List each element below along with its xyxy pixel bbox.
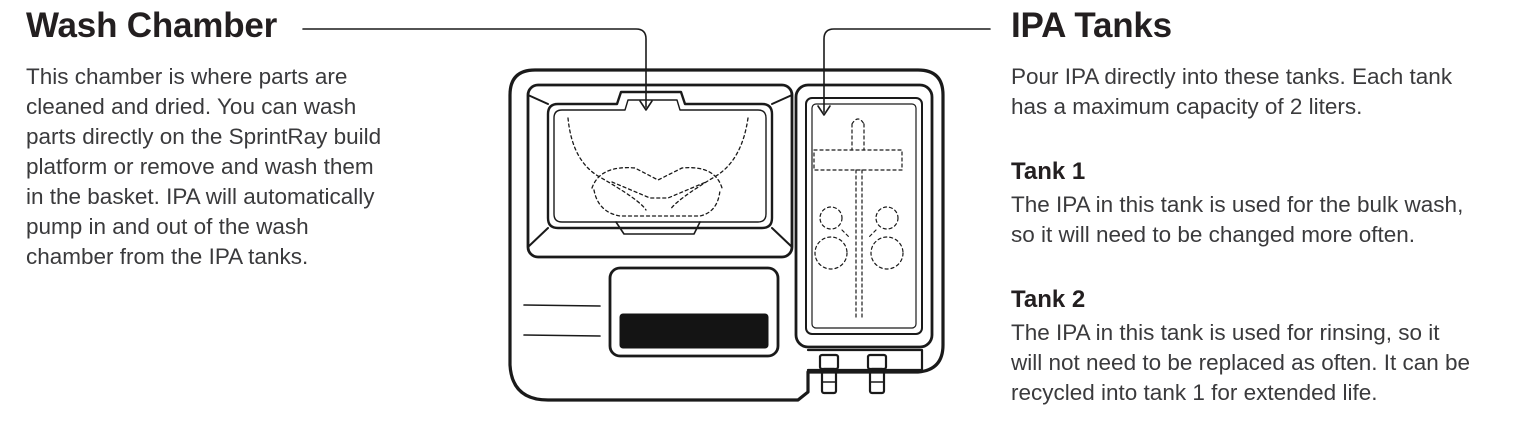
wash-chamber-title: Wash Chamber bbox=[26, 6, 278, 45]
wash-chamber-description-line: This chamber is where parts are bbox=[26, 64, 348, 89]
tank-1-description-line: The IPA in this tank is used for the bul… bbox=[1011, 192, 1464, 217]
drain-valves bbox=[806, 348, 924, 395]
wash-chamber-description-line: parts directly on the SprintRay build bbox=[26, 124, 382, 149]
wash-chamber-description-line: platform or remove and wash them bbox=[26, 154, 374, 179]
wash-chamber-description-line: cleaned and dried. You can wash bbox=[26, 94, 357, 119]
ipa-tanks-title: IPA Tanks bbox=[1011, 6, 1172, 45]
wash-chamber-description-line: chamber from the IPA tanks. bbox=[26, 244, 309, 269]
wash-chamber-description-line: pump in and out of the wash bbox=[26, 214, 309, 239]
tank-2-description-line: The IPA in this tank is used for rinsing… bbox=[1011, 320, 1440, 345]
ipa-tanks-leader-line bbox=[817, 28, 991, 116]
ipa-tanks-description: Pour IPA directly into these tanks. Each… bbox=[1011, 62, 1452, 122]
tank-2-description-line: recycled into tank 1 for extended life. bbox=[1011, 380, 1378, 405]
tank-2-description-line: will not need to be replaced as often. I… bbox=[1011, 350, 1471, 375]
ipa-tanks-description-line: has a maximum capacity of 2 liters. bbox=[1011, 94, 1363, 119]
tank-1-description: The IPA in this tank is used for the bul… bbox=[1011, 190, 1463, 250]
tank-2-title: Tank 2 bbox=[1011, 286, 1086, 313]
tank-1-title: Tank 1 bbox=[1011, 158, 1086, 185]
device-housing bbox=[508, 68, 945, 402]
ipa-tanks-description-line: Pour IPA directly into these tanks. Each… bbox=[1011, 64, 1453, 89]
wash-chamber-description-line: in the basket. IPA will automatically bbox=[26, 184, 375, 209]
side-grip-lines bbox=[523, 304, 601, 337]
tank-1-description-line: so it will need to be changed more often… bbox=[1011, 222, 1416, 247]
display-panel bbox=[608, 266, 780, 358]
wash-chamber-description: This chamber is where parts are cleaned … bbox=[26, 62, 381, 272]
tank-2-description: The IPA in this tank is used for rinsing… bbox=[1011, 318, 1470, 408]
wash-chamber-leader-line bbox=[302, 28, 653, 111]
ipa-tanks bbox=[794, 83, 934, 349]
wash-chamber bbox=[526, 83, 794, 259]
